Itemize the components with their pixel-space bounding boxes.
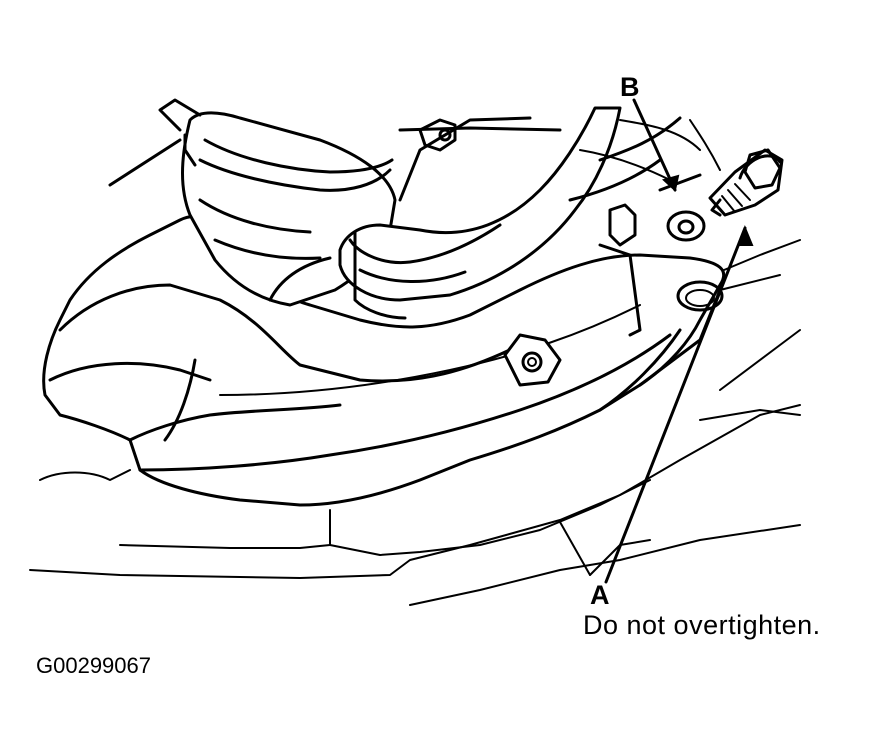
bolt-mounting-hole (676, 280, 724, 312)
washer-b (666, 210, 706, 242)
bolt-a (708, 148, 784, 217)
callout-a-label: A (590, 580, 610, 610)
engine-block-outline (39, 119, 721, 481)
lower-frame-outline (29, 239, 801, 606)
shield-nut (503, 333, 562, 387)
figure-id: G00299067 (36, 653, 151, 678)
callout-a-note: Do not overtighten. (583, 610, 821, 640)
heat-shield (42, 215, 726, 507)
upper-flange (418, 118, 642, 337)
leader-arrow-a (604, 224, 754, 584)
callout-b-label: B (620, 72, 640, 102)
